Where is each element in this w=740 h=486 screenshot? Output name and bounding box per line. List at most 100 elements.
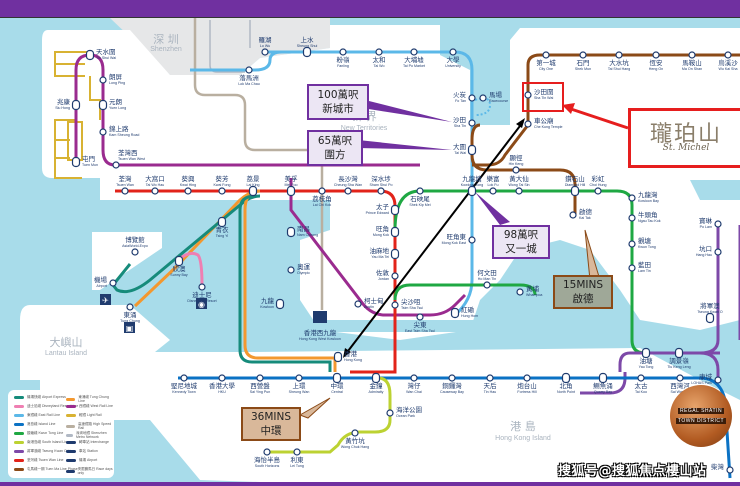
station-name-en: Ocean Park — [396, 414, 415, 418]
interchange-marker — [71, 156, 81, 168]
station-name-en: Long Ping — [109, 81, 125, 85]
callout-tai-wai: 65萬呎 圍方 — [307, 130, 363, 166]
station-name-en: Prince Edward — [366, 211, 389, 215]
station-name-en: Sham Shui Po — [370, 183, 393, 187]
disneyland-resort-line — [177, 251, 204, 286]
station-chai-wan[interactable]: 柴灣 — [711, 462, 734, 474]
